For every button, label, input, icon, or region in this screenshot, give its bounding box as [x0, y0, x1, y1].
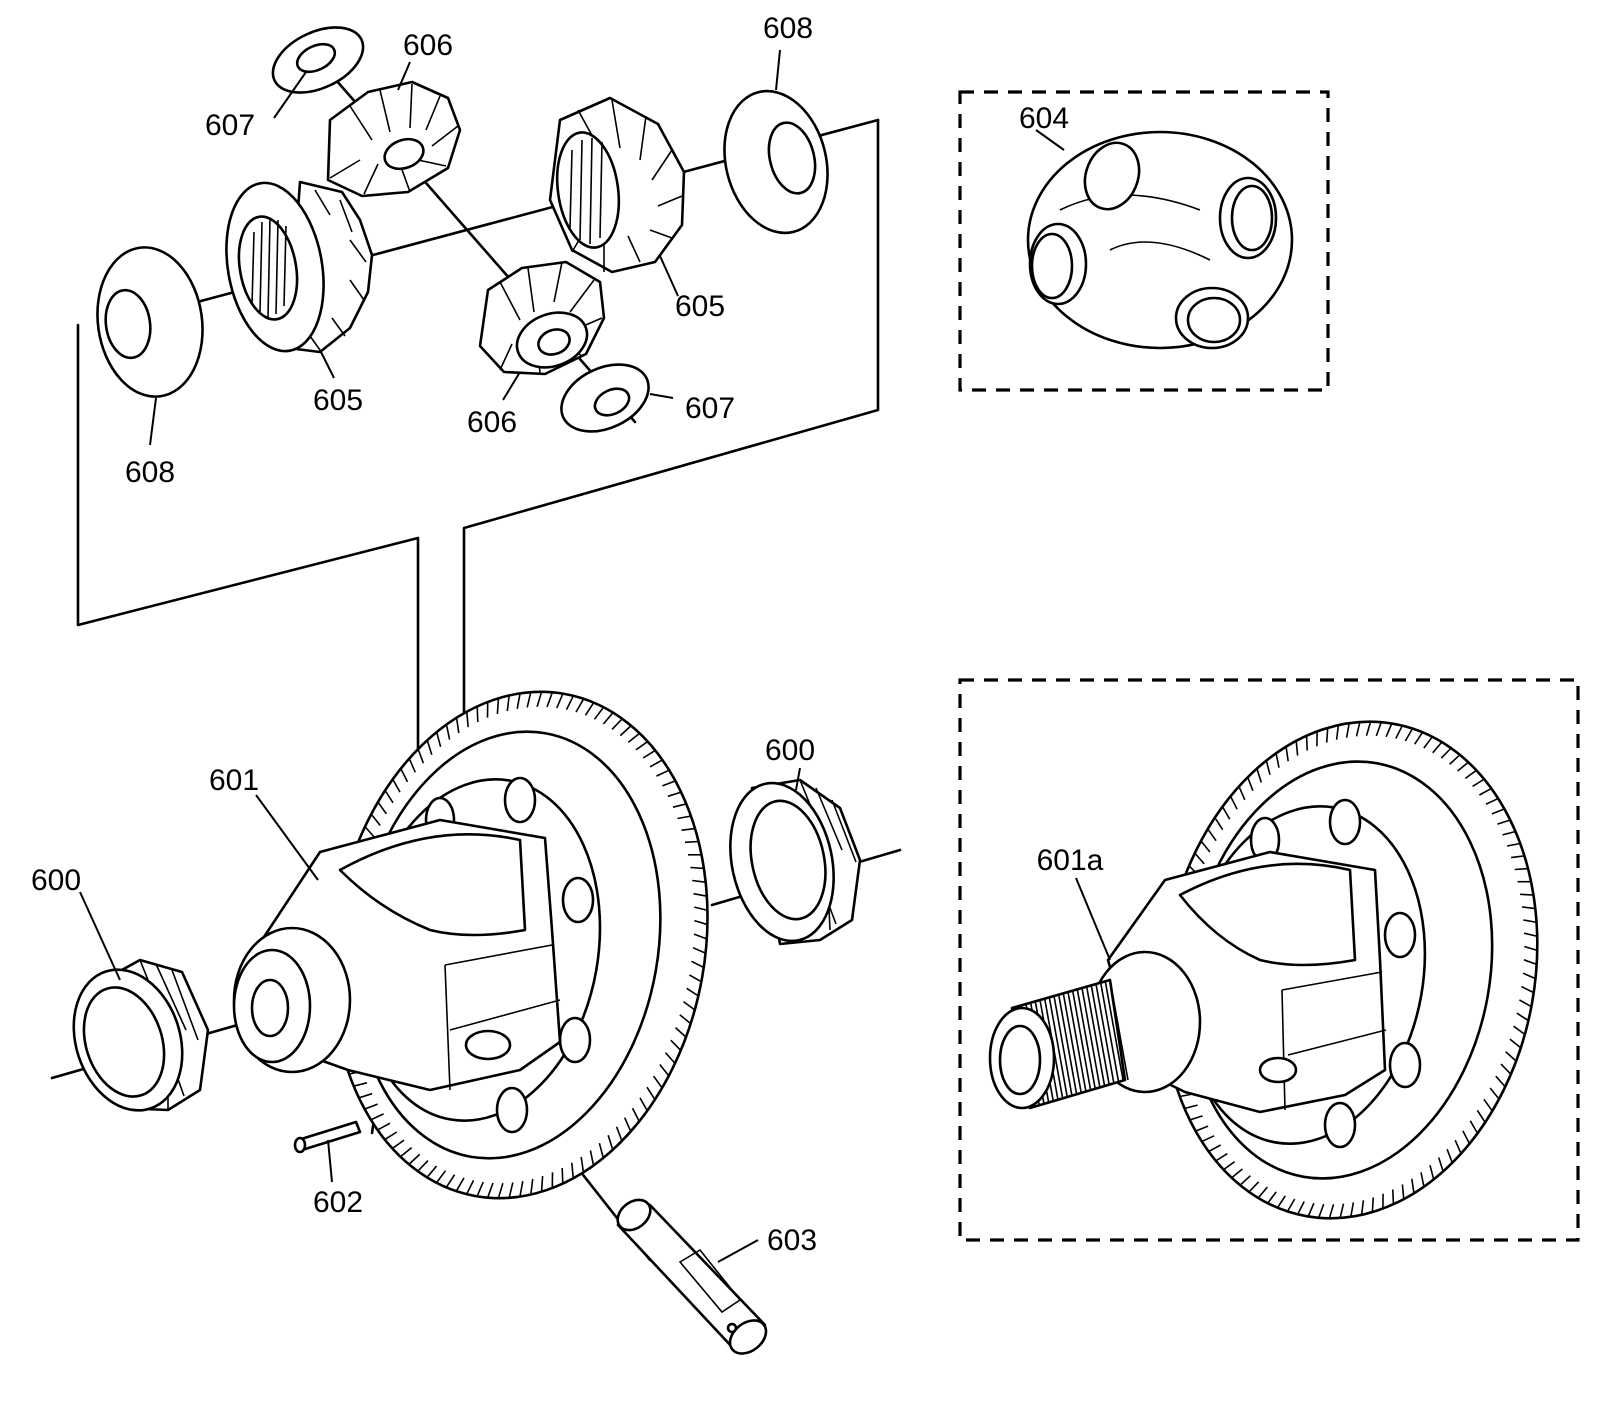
callout-606-bottom: 606 [467, 406, 517, 439]
bearing-600-left [56, 955, 208, 1124]
spherical-case-604 [1028, 132, 1292, 348]
gear-tooth [497, 699, 498, 714]
case-bolt-hole [505, 778, 535, 822]
gear-tooth [1520, 894, 1534, 895]
pin-602 [295, 1122, 360, 1152]
gear-tooth [562, 1168, 563, 1183]
callout-601: 601 [209, 764, 259, 797]
gear-tooth [1372, 1197, 1373, 1212]
thrust-washer-607-bottom [551, 351, 660, 444]
gear-tooth [690, 868, 704, 869]
thrust-washer-608-right [710, 80, 842, 244]
callout-601a: 601a [1037, 844, 1104, 877]
case-bolt-hole [560, 1018, 590, 1062]
callout-605-left: 605 [313, 384, 363, 417]
callout-604: 604 [1019, 102, 1069, 135]
bearing-600-right [716, 773, 860, 950]
gear-tooth [542, 1176, 543, 1191]
case-bolt-hole [563, 878, 593, 922]
thrust-washer-608-left [88, 240, 212, 403]
differential-case-601a [990, 692, 1576, 1249]
callout-606-top: 606 [403, 29, 453, 62]
case-bolt-hole [497, 1088, 527, 1132]
pinion-gear-606-top [328, 82, 460, 196]
shaft-603 [612, 1194, 773, 1361]
callout-600-right: 600 [765, 734, 815, 767]
gear-tooth [477, 707, 478, 722]
callout-603: 603 [767, 1224, 817, 1257]
callout-600-left: 600 [31, 864, 81, 897]
side-gear-605-left [214, 175, 372, 359]
gear-tooth [1393, 1190, 1394, 1205]
side-gear-605-right [550, 98, 684, 272]
callout-608-left: 608 [125, 456, 175, 489]
callout-605-right: 605 [675, 290, 725, 323]
case-pinion-bore [466, 1031, 510, 1059]
gear-tooth [1327, 728, 1328, 743]
gear-tooth [1515, 869, 1529, 870]
case-hub-bore [252, 980, 288, 1036]
pinion-gear-606-bottom [480, 262, 604, 377]
gear-tooth [1307, 736, 1308, 751]
callout-607-top: 607 [205, 109, 255, 142]
thrust-washer-607-top [263, 14, 374, 105]
gear-tooth [685, 842, 699, 843]
callout-607-bottom: 607 [685, 392, 735, 425]
callout-602: 602 [313, 1186, 363, 1219]
callout-608-right: 608 [763, 12, 813, 45]
